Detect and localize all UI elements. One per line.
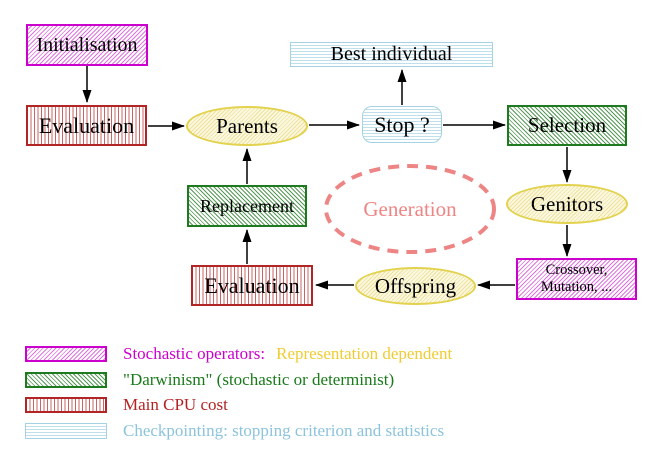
legend-main-cpu-cost: Main CPU cost bbox=[123, 395, 228, 414]
legend-darwinism: "Darwinism" (stochastic or determinist) bbox=[123, 370, 395, 389]
green-diagonal-hatch-swatch bbox=[25, 372, 107, 388]
legend-row-checkpointing: Checkpointing: stopping criterion and st… bbox=[0, 421, 662, 441]
node-replacement: Replacement bbox=[187, 185, 307, 227]
node-initialisation: Initialisation bbox=[26, 24, 148, 66]
cyan-horizontal-stripe-swatch bbox=[25, 423, 107, 439]
generation-dashed-ellipse bbox=[324, 164, 496, 254]
node-evaluation-bottom: Evaluation bbox=[191, 265, 313, 306]
generation-label: Generation bbox=[363, 196, 457, 221]
node-parents: Parents bbox=[186, 106, 308, 146]
legend-text-stochastic: Stochastic operators: Representation depe… bbox=[123, 344, 452, 364]
node-best-individual: Best individual bbox=[290, 42, 493, 67]
crossover-line2: Mutation, ... bbox=[540, 279, 613, 295]
node-stop: Stop ? bbox=[362, 106, 442, 143]
crossover-line1: Crossover, bbox=[545, 262, 608, 278]
legend-checkpointing: Checkpointing: stopping criterion and st… bbox=[123, 421, 445, 440]
magenta-diagonal-hatch-swatch bbox=[25, 346, 107, 362]
node-evaluation-top: Evaluation bbox=[26, 105, 147, 146]
legend-row-cpu-cost: Main CPU cost bbox=[0, 395, 662, 415]
node-offspring: Offspring bbox=[355, 267, 476, 305]
node-crossover-mutation: Crossover, Mutation, ... bbox=[516, 258, 637, 300]
red-vertical-stripe-swatch bbox=[25, 397, 107, 413]
legend-row-stochastic: Stochastic operators: Representation depe… bbox=[0, 344, 662, 364]
legend-stochastic-operators: Stochastic operators: bbox=[123, 344, 266, 363]
legend-row-darwinism: "Darwinism" (stochastic or determinist) bbox=[0, 370, 662, 390]
legend-representation-dependent: Representation dependent bbox=[276, 344, 453, 363]
node-selection: Selection bbox=[507, 105, 627, 146]
node-genitors: Genitors bbox=[506, 184, 628, 224]
